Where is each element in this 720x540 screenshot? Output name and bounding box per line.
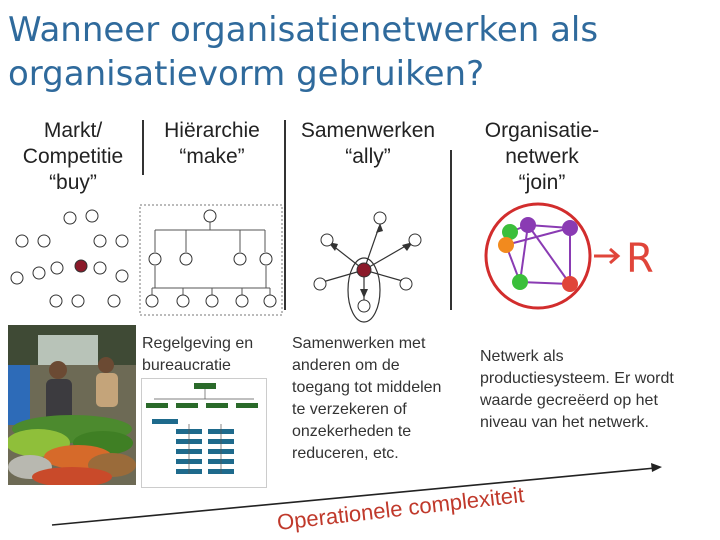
hierarchy-node — [259, 252, 273, 266]
market-node — [85, 209, 99, 223]
column-header-market: Markt/ Competitie “buy” — [6, 118, 140, 196]
market-node — [10, 271, 24, 285]
column-header-ally: Samenwerken “ally” — [286, 118, 450, 170]
market-node — [93, 234, 107, 248]
ally-center-node — [356, 262, 372, 278]
market-node — [32, 266, 46, 280]
market-nodes — [10, 209, 129, 308]
title-line-2: organisatievorm gebruiken? — [8, 54, 485, 94]
hierarchy-frame — [139, 204, 283, 316]
network-node — [520, 217, 536, 233]
network-description: Netwerk als productiesysteem. Er wordt w… — [480, 348, 674, 431]
org-chart-image — [141, 378, 267, 488]
ally-node — [373, 211, 387, 225]
column-header-line: Samenwerken — [300, 119, 436, 142]
hierarchy-node — [263, 294, 277, 308]
ally-description: Samenwerken met anderen om de toegang to… — [292, 335, 442, 462]
network-node — [562, 276, 578, 292]
network-ring — [484, 202, 592, 310]
axis-label: Operationele complexiteit — [276, 482, 525, 535]
hierarchy-node — [205, 294, 219, 308]
complexity-axis: Operationele complexiteit — [51, 463, 662, 535]
hierarchy-node — [176, 294, 190, 308]
network-node — [502, 224, 518, 240]
ally-node — [408, 233, 422, 247]
column-header-line: “join” — [518, 171, 566, 194]
hierarchy-node — [145, 294, 159, 308]
market-node — [115, 234, 129, 248]
ally-star — [313, 211, 422, 323]
market-node — [93, 261, 107, 275]
market-node — [71, 294, 85, 308]
column-divider — [450, 150, 452, 310]
column-header-line: “make” — [179, 145, 245, 168]
axis-arrowhead — [651, 463, 662, 472]
network-letter: R — [626, 236, 654, 282]
column-header-line: “ally” — [345, 145, 391, 168]
network-node — [562, 220, 578, 236]
market-center-node — [74, 259, 88, 273]
market-node — [49, 294, 63, 308]
network-graph: R — [484, 202, 654, 310]
hierarchy-description: Regelgeving en bureaucratie — [142, 335, 254, 374]
market-node — [63, 211, 77, 225]
hierarchy-node — [203, 209, 217, 223]
market-photo — [8, 325, 136, 485]
network-node — [512, 274, 528, 290]
market-node — [115, 269, 129, 283]
column-header-hierarchy: Hiërarchie “make” — [146, 118, 278, 170]
market-node — [15, 234, 29, 248]
hierarchy-node — [235, 294, 249, 308]
page-title: Wanneer organisatienetwerken als organis… — [8, 8, 708, 96]
network-node — [498, 237, 514, 253]
ally-node — [357, 299, 371, 313]
column-header-line: Hiërarchie — [164, 119, 260, 142]
ally-grouping-ellipse — [347, 257, 381, 323]
market-node — [107, 294, 121, 308]
hierarchy-node — [233, 252, 247, 266]
column-divider — [284, 120, 286, 310]
title-line-1: Wanneer organisatienetwerken als — [8, 10, 599, 50]
market-node — [50, 261, 64, 275]
ally-node — [399, 277, 413, 291]
arrow-icon — [594, 247, 621, 265]
ally-node — [320, 233, 334, 247]
column-header-line: Organisatie- — [484, 119, 600, 142]
column-divider — [142, 120, 144, 175]
hierarchy-node — [148, 252, 162, 266]
ally-node — [313, 277, 327, 291]
hierarchy-tree — [139, 204, 283, 316]
axis-line — [51, 467, 656, 526]
column-header-line: Markt/ — [43, 119, 103, 142]
hierarchy-node — [179, 252, 193, 266]
column-header-network: Organisatie- netwerk “join” — [462, 118, 622, 196]
column-header-line: netwerk — [505, 145, 579, 168]
market-node — [37, 234, 51, 248]
column-header-line: Competitie — [22, 145, 124, 168]
column-header-line: “buy” — [49, 171, 97, 194]
